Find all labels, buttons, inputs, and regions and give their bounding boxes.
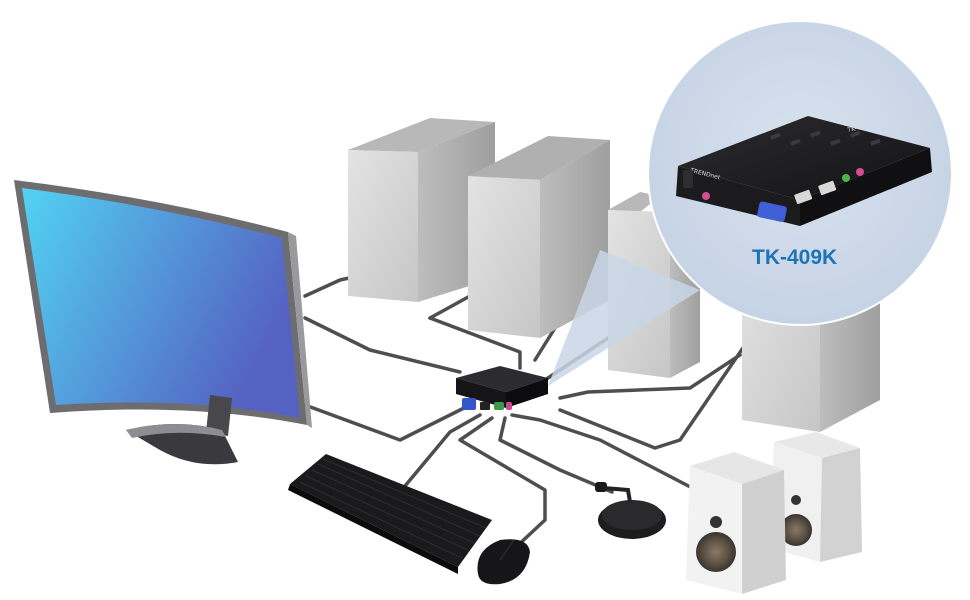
tweeter [791, 495, 801, 505]
tweeter [710, 516, 722, 528]
cable [458, 416, 547, 550]
speaker [686, 452, 786, 594]
mouse [477, 539, 530, 585]
cable [558, 353, 742, 400]
cable [510, 413, 702, 494]
microphone [595, 482, 666, 539]
cable [403, 413, 482, 488]
usb-plug [480, 402, 490, 410]
audio-plug [494, 402, 504, 410]
woofer [696, 532, 736, 572]
audio-jack [842, 174, 850, 182]
monitor-back-edge [288, 232, 312, 428]
cable [303, 316, 462, 374]
mic-plug [506, 402, 512, 410]
computer-tower [348, 118, 495, 302]
curved-monitor [14, 180, 312, 465]
keyboard [288, 454, 492, 574]
kvm-switch-closeup: TK-409K TRENDnet [676, 116, 932, 226]
vga-plug [462, 398, 476, 410]
woofer [780, 514, 812, 546]
cable [303, 403, 472, 442]
cable [498, 416, 614, 494]
callout-pointer [548, 250, 700, 386]
kvm-switch [456, 366, 548, 410]
monitor-stand-neck [206, 395, 232, 436]
vga-port [757, 201, 787, 222]
cable [558, 343, 747, 450]
power-jack [702, 192, 710, 200]
mic-jack [856, 168, 864, 176]
model-label: TK-409K [752, 246, 837, 269]
usb-port [794, 189, 813, 205]
usb-port [818, 180, 837, 196]
product-callout: TK-409K TRENDnet TK-409K [548, 20, 953, 386]
dc-port [683, 170, 693, 188]
cable [428, 316, 522, 370]
monitor-screen [22, 188, 300, 418]
